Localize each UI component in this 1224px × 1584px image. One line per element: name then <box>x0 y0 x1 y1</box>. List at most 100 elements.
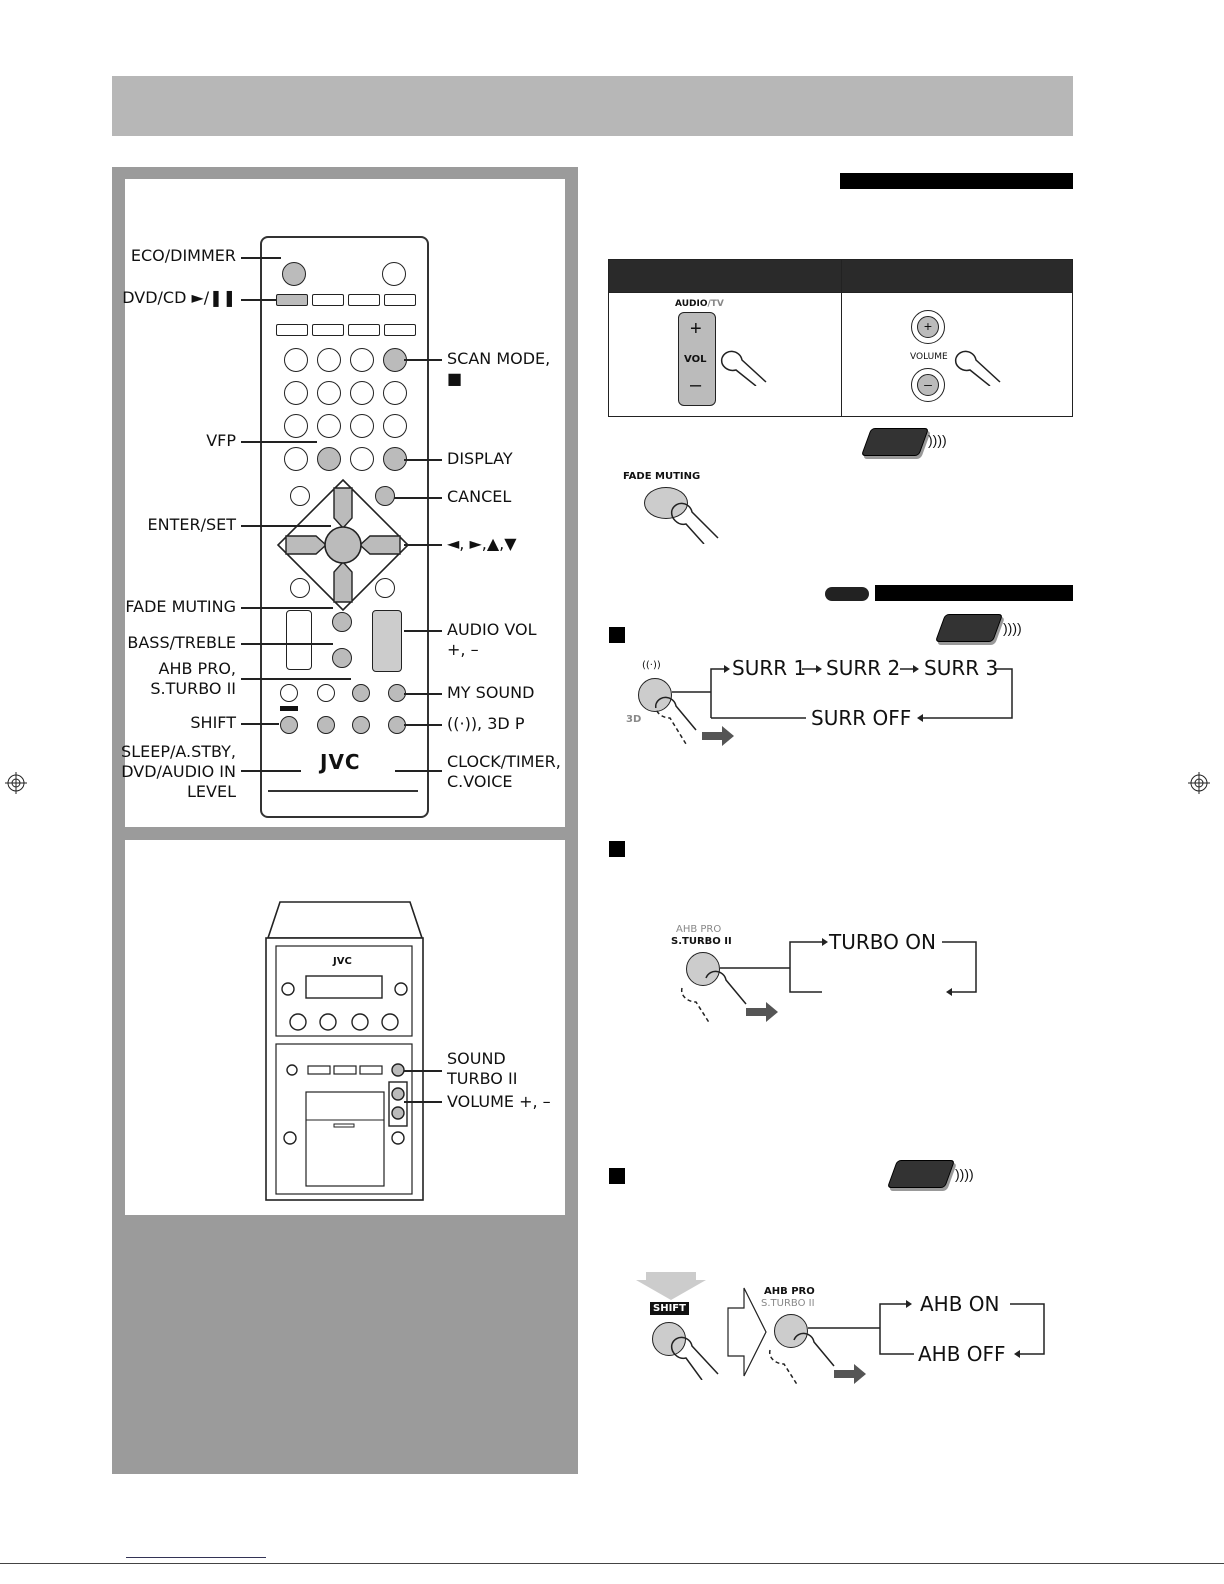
clock-timer-button[interactable] <box>352 716 370 734</box>
direction-pad[interactable] <box>276 478 410 612</box>
label-bass-treble: BASS/TREBLE <box>127 633 236 652</box>
num-button[interactable] <box>350 414 374 438</box>
shift-button[interactable] <box>280 716 298 734</box>
turbo-ahb-pro-label: AHB PRO <box>676 924 722 935</box>
registration-mark-icon <box>5 772 27 794</box>
finger-icon <box>720 350 767 386</box>
table-header-cell <box>608 259 842 293</box>
remote-bottom-edge <box>268 790 418 792</box>
step-marker <box>609 841 625 857</box>
label-audio-vol: AUDIO VOL <box>447 620 537 639</box>
dvd-cd-button[interactable] <box>276 294 308 306</box>
leader-line <box>404 544 442 546</box>
small-button[interactable] <box>280 684 298 702</box>
num-button[interactable] <box>284 447 308 471</box>
registration-mark-icon <box>1188 772 1210 794</box>
leader-line <box>241 678 351 680</box>
bottom-rule <box>0 1563 1224 1564</box>
ahb-on-label: AHB ON <box>920 1292 1000 1316</box>
leader-line <box>404 1101 442 1103</box>
extra-button[interactable] <box>375 578 395 598</box>
finger-icon <box>670 502 719 544</box>
num-button[interactable] <box>383 414 407 438</box>
small-button[interactable] <box>317 684 335 702</box>
label-sound: SOUND <box>447 1049 506 1068</box>
label-turbo-ii: TURBO II <box>447 1069 518 1088</box>
fade-muting-button[interactable] <box>332 612 352 632</box>
label-shift: SHIFT <box>190 713 236 732</box>
num-button[interactable] <box>284 348 308 372</box>
audio-vol-rocker[interactable] <box>372 610 402 672</box>
label-arrows: ◄, ►,▲,▼ <box>447 534 517 553</box>
surround-flow-lines <box>672 665 1013 722</box>
num-button[interactable] <box>317 414 341 438</box>
leader-line <box>241 770 301 772</box>
cancel-button[interactable] <box>375 486 395 506</box>
ahb-pro-button[interactable] <box>352 684 370 702</box>
surround-3d-label: 3D <box>626 714 642 725</box>
power-button[interactable] <box>382 262 406 286</box>
turbo-flow-lines <box>720 938 977 996</box>
tv-volume-rocker[interactable] <box>286 610 312 670</box>
func-button-4[interactable] <box>384 324 416 336</box>
leader-line <box>394 497 442 499</box>
finger-icon <box>654 696 734 746</box>
label-surround-3dp: ((·)), 3D P <box>447 714 525 733</box>
audio-tv-label: AUDIO/TV <box>675 299 724 309</box>
shift-tag: SHIFT <box>650 1302 689 1315</box>
menu-button[interactable] <box>290 486 310 506</box>
num-button[interactable] <box>383 381 407 405</box>
shift-button-illustration <box>652 1322 686 1356</box>
remote-only-icon <box>860 428 930 456</box>
num-button[interactable] <box>284 414 308 438</box>
source-button-2[interactable] <box>312 294 344 306</box>
num-button[interactable] <box>317 381 341 405</box>
vol-label: VOL <box>684 354 707 365</box>
func-button-3[interactable] <box>348 324 380 336</box>
label-fade-muting: FADE MUTING <box>125 597 236 616</box>
num-button[interactable] <box>350 381 374 405</box>
label-dvd-cd: DVD/CD ►/❚❚ <box>122 288 236 307</box>
turbo-on-label: TURBO ON <box>829 930 936 954</box>
surround-icon-label: ((·)) <box>642 660 661 671</box>
ahb-pro-label: AHB PRO <box>764 1286 815 1297</box>
unit-volume-label: VOLUME <box>910 352 948 362</box>
unit-volume-cell <box>841 292 1073 417</box>
turbo-button-illustration <box>686 952 720 986</box>
finger-icon <box>954 350 1001 386</box>
label-s-turbo: S.TURBO II <box>150 679 236 698</box>
extra-button[interactable] <box>290 578 310 598</box>
num-button[interactable] <box>317 348 341 372</box>
sleep-button[interactable] <box>317 716 335 734</box>
leader-line <box>404 1070 442 1072</box>
unit-brand-logo: JVC <box>333 956 352 967</box>
section-badge <box>825 587 869 601</box>
label-eco-dimmer: ECO/DIMMER <box>130 246 236 265</box>
finger-icon <box>768 1332 866 1387</box>
eco-dimmer-button[interactable] <box>282 262 306 286</box>
finger-icon <box>680 970 778 1025</box>
vfp-button[interactable] <box>317 447 341 471</box>
ahb-button-illustration <box>774 1314 808 1348</box>
label-dvd-audio-in: DVD/AUDIO IN <box>121 762 236 781</box>
signal-waves-icon: )))) <box>928 432 947 448</box>
label-sleep: SLEEP/A.STBY, <box>121 742 236 761</box>
source-button-3[interactable] <box>348 294 380 306</box>
num-button[interactable] <box>350 348 374 372</box>
label-clock-timer: CLOCK/TIMER, <box>447 752 561 771</box>
leader-line <box>404 693 442 695</box>
remote-only-icon <box>934 614 1004 642</box>
func-button-1[interactable] <box>276 324 308 336</box>
remote-brand-logo: JVC <box>320 750 361 774</box>
func-button-2[interactable] <box>312 324 344 336</box>
bass-treble-button[interactable] <box>332 648 352 668</box>
leader-line <box>241 441 317 443</box>
source-button-4[interactable] <box>384 294 416 306</box>
surr-1-label: SURR 1 <box>732 656 807 680</box>
leader-line <box>404 630 442 632</box>
header-band <box>112 76 1073 136</box>
num-button[interactable] <box>350 447 374 471</box>
label-my-sound: MY SOUND <box>447 683 535 702</box>
num-button[interactable] <box>284 381 308 405</box>
scan-mode-button[interactable] <box>383 348 407 372</box>
